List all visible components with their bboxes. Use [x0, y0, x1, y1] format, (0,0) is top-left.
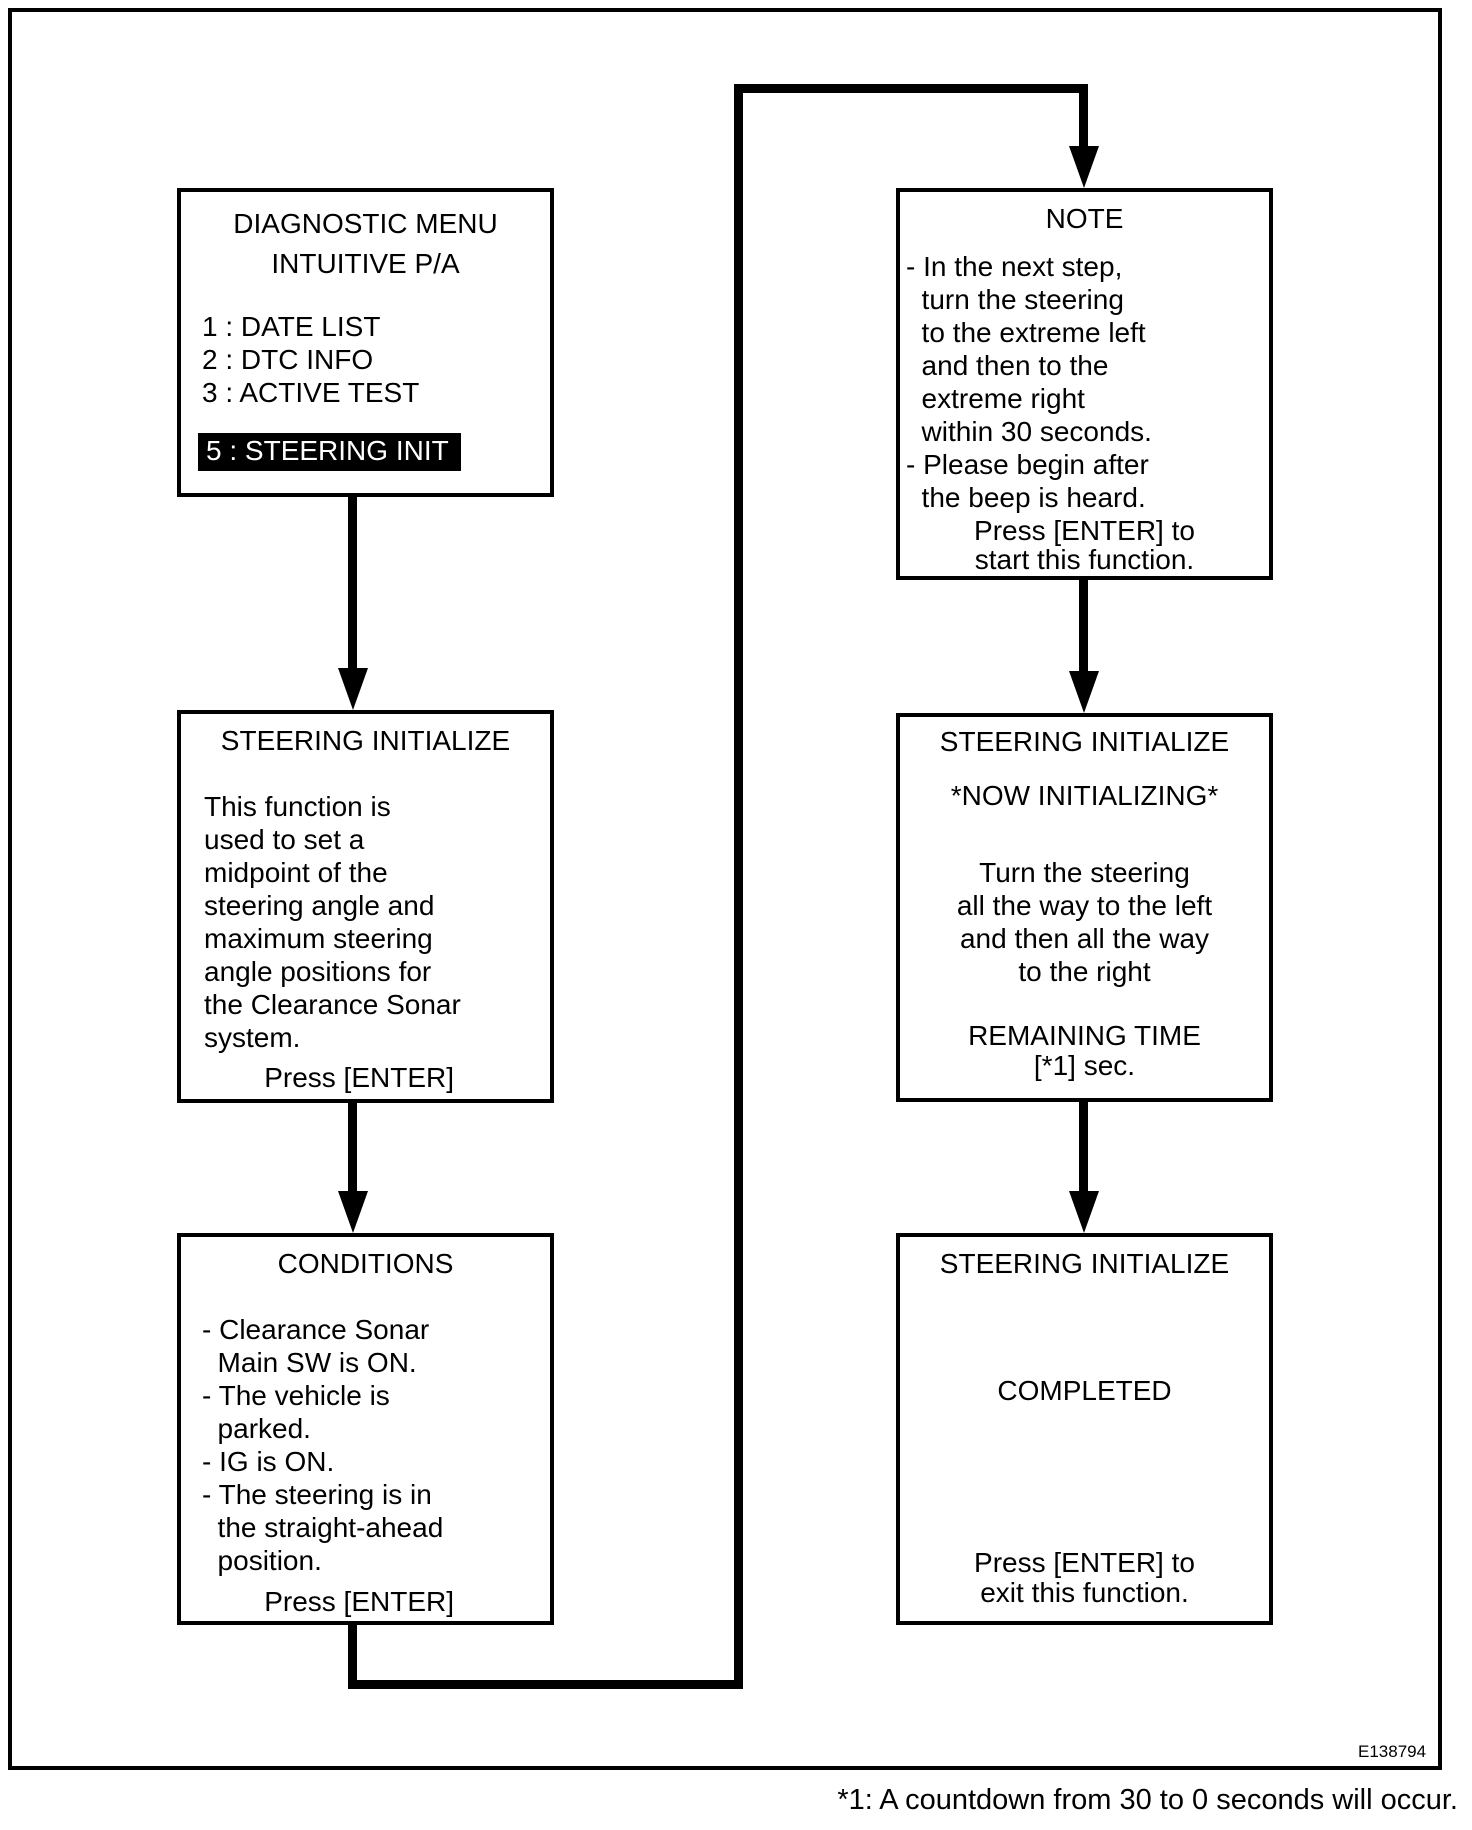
steering-initialize-title: STEERING INITIALIZE — [220, 725, 511, 756]
completed-box: STEERING INITIALIZE COMPLETED Press [ENT… — [896, 1233, 1273, 1625]
now-initializing-instructions: Turn the steering all the way to the lef… — [956, 857, 1213, 987]
arrow-initialize-to-conditions-head — [338, 1191, 368, 1233]
conditions-title: CONDITIONS — [277, 1248, 454, 1279]
steering-initialize-action: Press [ENTER] — [264, 1062, 454, 1093]
arrow-note-to-nowinitializing-shaft — [1079, 578, 1088, 675]
now-initializing-status: *NOW INITIALIZING* — [950, 780, 1219, 811]
connector-segment-vertical-riser — [734, 84, 743, 1689]
arrow-menu-to-initialize-shaft — [348, 495, 357, 670]
diagnostic-menu-title: DIAGNOSTIC MENU — [233, 208, 498, 239]
arrow-nowinitializing-to-completed-shaft — [1079, 1100, 1088, 1195]
now-initializing-title: STEERING INITIALIZE — [939, 726, 1230, 757]
selected-menu-item-steering-init: 5 : STEERING INIT — [198, 433, 461, 471]
arrow-note-to-nowinitializing-head — [1069, 671, 1099, 713]
arrow-menu-to-initialize-head — [338, 668, 368, 710]
note-action: Press [ENTER] to start this function. — [974, 515, 1195, 575]
completed-status: COMPLETED — [997, 1375, 1172, 1406]
note-list: - In the next step, turn the steering to… — [906, 251, 1152, 513]
remaining-time-label: REMAINING TIME [*1] sec. — [968, 1020, 1201, 1081]
connector-arrow-head — [1069, 146, 1099, 188]
steering-initialize-box: STEERING INITIALIZE This function is use… — [177, 710, 554, 1103]
footnote-countdown: *1: A countdown from 30 to 0 seconds wil… — [837, 1784, 1458, 1816]
completed-title: STEERING INITIALIZE — [939, 1248, 1230, 1279]
arrow-nowinitializing-to-completed-head — [1069, 1191, 1099, 1233]
conditions-box: CONDITIONS - Clearance Sonar Main SW is … — [177, 1233, 554, 1625]
conditions-action: Press [ENTER] — [264, 1586, 454, 1617]
diagnostic-menu-box: DIAGNOSTIC MENU INTUITIVE P/A 1 : DATE L… — [177, 188, 554, 497]
note-box: NOTE - In the next step, turn the steeri… — [896, 188, 1273, 580]
completed-action: Press [ENTER] to exit this function. — [974, 1547, 1195, 1608]
arrow-initialize-to-conditions-shaft — [348, 1101, 357, 1195]
connector-segment-down-to-note — [1079, 84, 1088, 148]
now-initializing-box: STEERING INITIALIZE *NOW INITIALIZING* T… — [896, 713, 1273, 1102]
diagnostic-menu-items: 1 : DATE LIST 2 : DTC INFO 3 : ACTIVE TE… — [202, 311, 420, 408]
connector-segment-down-from-conditions — [348, 1623, 357, 1689]
conditions-list: - Clearance Sonar Main SW is ON. - The v… — [202, 1314, 444, 1576]
steering-initialize-description: This function is used to set a midpoint … — [204, 791, 461, 1053]
connector-segment-bottom-horizontal — [348, 1680, 743, 1689]
connector-segment-top-horizontal — [734, 84, 1088, 93]
outer-border — [8, 8, 1442, 1770]
figure-code: E138794 — [1358, 1742, 1427, 1761]
diagnostic-menu-subtitle: INTUITIVE P/A — [271, 248, 460, 279]
note-title: NOTE — [1045, 203, 1124, 234]
